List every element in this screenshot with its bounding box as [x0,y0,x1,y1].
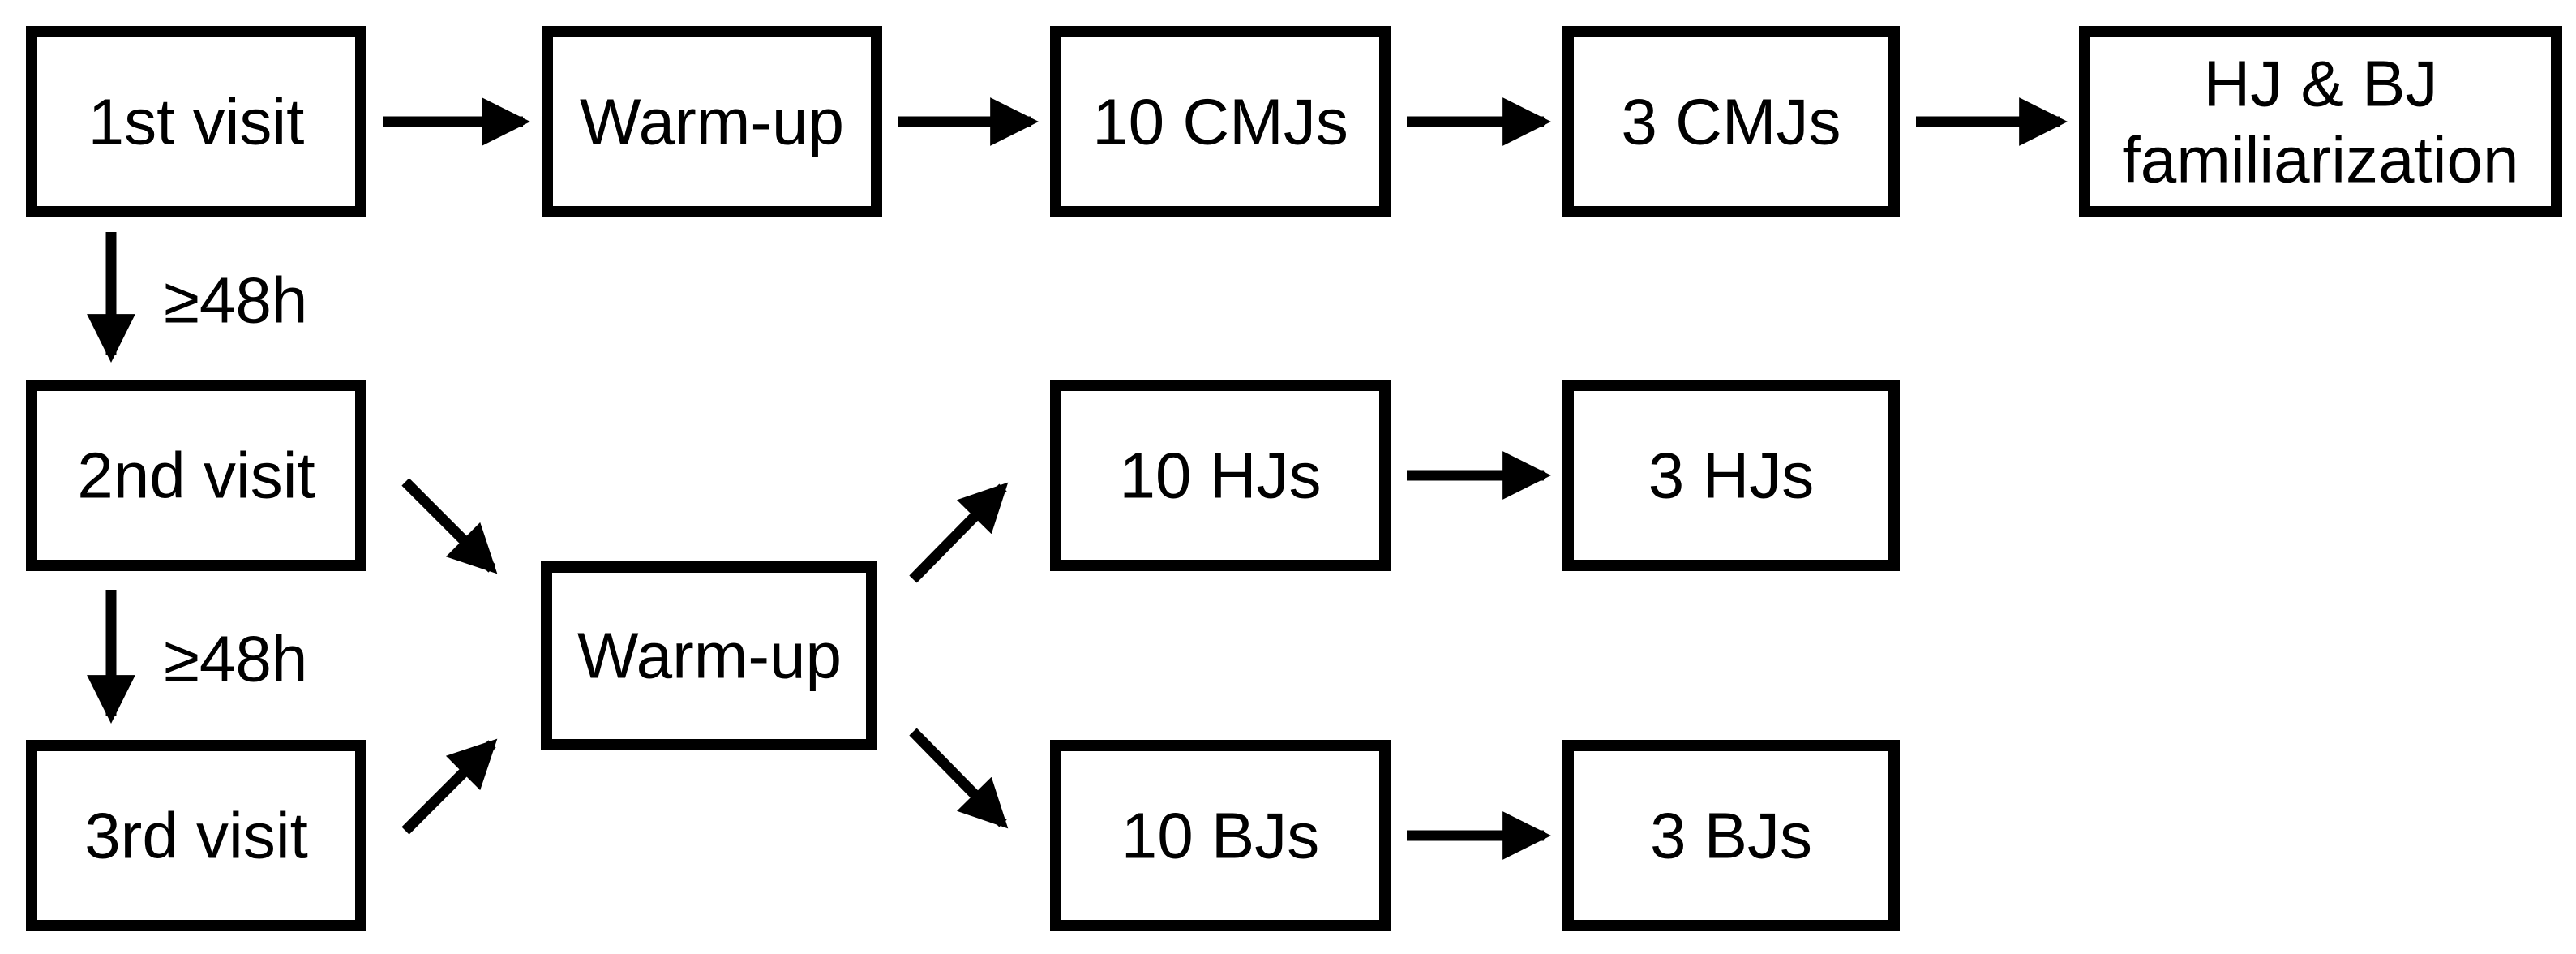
node-10-cmjs-label: 10 CMJs [1092,86,1348,158]
node-3-hjs-label: 3 HJs [1648,440,1815,512]
node-10-hjs-label: 10 HJs [1120,440,1322,512]
node-10-bjs-label: 10 BJs [1121,800,1320,872]
arrow-3rd-visit-to-warmup [401,738,498,835]
node-hj-bj-familiarization-label-line1: HJ & BJ [2204,48,2438,120]
node-hj-bj-familiarization-label-line2: familiarization [2122,124,2518,196]
node-3-cmjs-label: 3 CMJs [1621,86,1841,158]
arrow-warmup-to-10-bjs [909,728,1009,829]
interval-label-1: ≥48h [164,264,307,337]
node-3-bjs: 3 BJs [1562,740,1900,931]
arrow-2nd-visit-to-warmup [401,478,498,574]
node-warmup-middle-label: Warm-up [577,620,842,692]
node-warmup-top: Warm-up [542,26,882,217]
node-warmup-top-label: Warm-up [580,86,844,158]
arrow-warmup-to-10-hjs [909,482,1009,583]
node-3rd-visit: 3rd visit [26,740,366,931]
node-3-cmjs: 3 CMJs [1562,26,1900,217]
node-hj-bj-familiarization: HJ & BJ familiarization [2079,26,2562,217]
node-warmup-middle: Warm-up [541,561,877,750]
node-2nd-visit-label: 2nd visit [77,440,315,512]
node-10-bjs: 10 BJs [1050,740,1391,931]
node-1st-visit: 1st visit [26,26,366,217]
node-2nd-visit: 2nd visit [26,380,366,571]
interval-label-2: ≥48h [164,623,307,695]
node-1st-visit-label: 1st visit [88,86,305,158]
node-3-hjs: 3 HJs [1562,380,1900,571]
node-10-hjs: 10 HJs [1050,380,1391,571]
node-3rd-visit-label: 3rd visit [84,800,308,872]
node-10-cmjs: 10 CMJs [1050,26,1391,217]
node-3-bjs-label: 3 BJs [1650,800,1812,872]
